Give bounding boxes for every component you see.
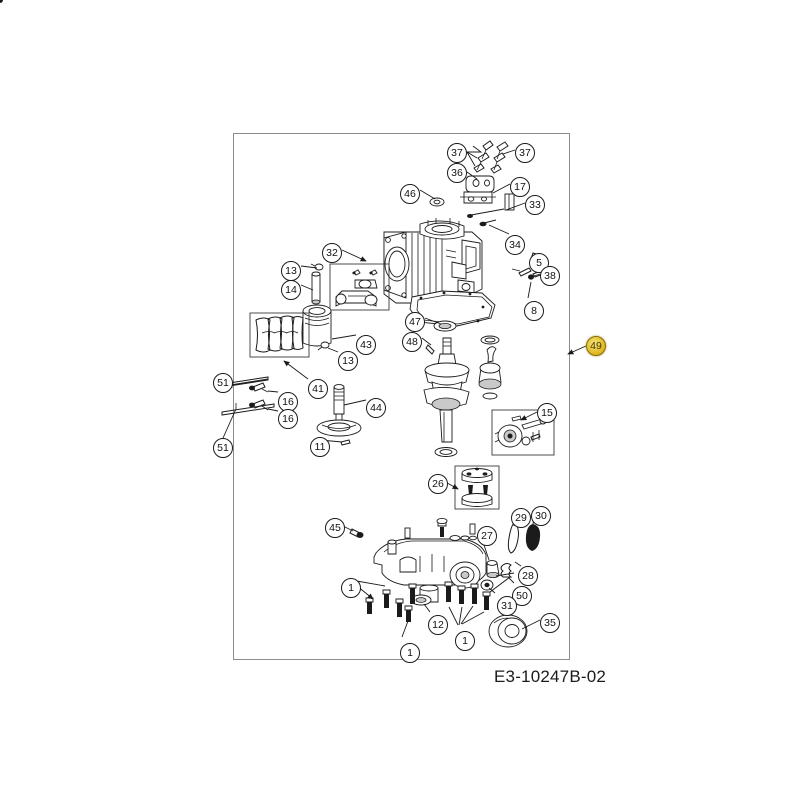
callout-37[interactable]: 37 (515, 143, 535, 163)
callout-41[interactable]: 41 (308, 379, 328, 399)
callout-37[interactable]: 37 (447, 143, 467, 163)
callout-1[interactable]: 1 (400, 643, 420, 663)
callout-49-selected[interactable]: 49 (586, 336, 606, 356)
callout-48[interactable]: 48 (402, 332, 422, 352)
callout-12[interactable]: 12 (428, 615, 448, 635)
callout-51[interactable]: 51 (213, 373, 233, 393)
callout-1[interactable]: 1 (341, 578, 361, 598)
callout-51[interactable]: 51 (213, 438, 233, 458)
callout-11[interactable]: 11 (310, 437, 330, 457)
callout-32[interactable]: 32 (322, 243, 342, 263)
callout-28[interactable]: 28 (518, 566, 538, 586)
callout-36[interactable]: 36 (447, 163, 467, 183)
callout-30[interactable]: 30 (531, 506, 551, 526)
callout-33[interactable]: 33 (525, 195, 545, 215)
callout-1[interactable]: 1 (455, 631, 475, 651)
callout-17[interactable]: 17 (510, 177, 530, 197)
sheet-code-label: E3-10247B-02 (494, 667, 607, 686)
callout-44[interactable]: 44 (366, 398, 386, 418)
callout-34[interactable]: 34 (505, 235, 525, 255)
callout-8[interactable]: 8 (524, 301, 544, 321)
callout-35[interactable]: 35 (540, 613, 560, 633)
callout-29[interactable]: 29 (511, 508, 531, 528)
callout-27[interactable]: 27 (477, 526, 497, 546)
callout-15[interactable]: 15 (537, 403, 557, 423)
callout-46[interactable]: 46 (400, 184, 420, 204)
callout-45[interactable]: 45 (325, 518, 345, 538)
callout-13[interactable]: 13 (338, 351, 358, 371)
callout-50[interactable]: 50 (512, 586, 532, 606)
callout-43[interactable]: 43 (356, 335, 376, 355)
callout-16[interactable]: 16 (278, 409, 298, 429)
callout-47[interactable]: 47 (405, 312, 425, 332)
callout-38[interactable]: 38 (540, 266, 560, 286)
callout-31[interactable]: 31 (497, 596, 517, 616)
callout-13[interactable]: 13 (281, 261, 301, 281)
callout-14[interactable]: 14 (281, 280, 301, 300)
callout-26[interactable]: 26 (428, 474, 448, 494)
